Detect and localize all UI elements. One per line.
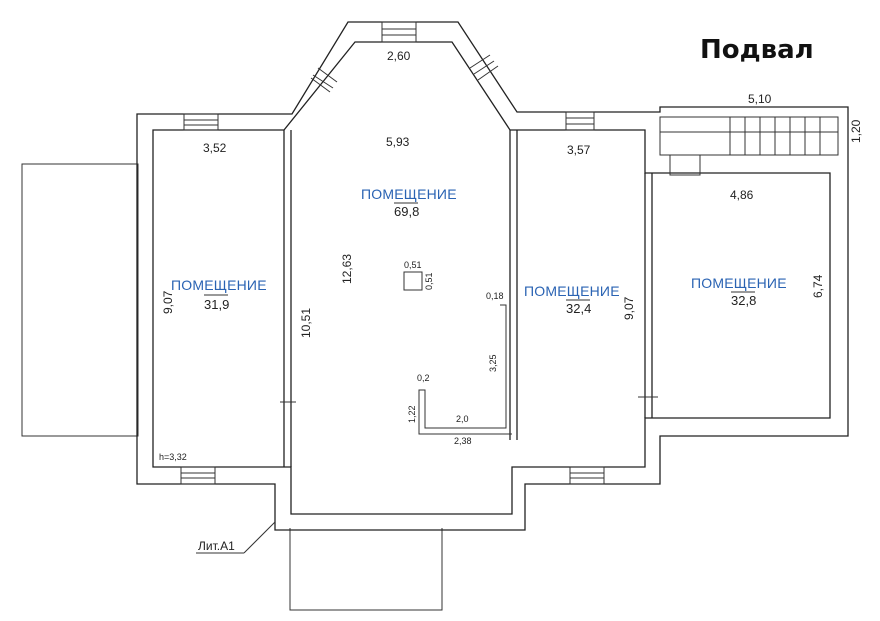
room-left-area: 31,9: [204, 297, 229, 312]
dim-right-height: 9,07: [622, 296, 636, 320]
room-right: ПОМЕЩЕНИЕ 32,4: [524, 283, 620, 316]
room-left-name: ПОМЕЩЕНИЕ: [171, 277, 267, 293]
room-center-area: 69,8: [394, 204, 419, 219]
outer-wall: [136, 21, 849, 531]
dim-stair-width: 5,10: [748, 92, 772, 106]
annex-label: Лит.А1: [198, 539, 235, 553]
stair-steps: [660, 117, 838, 155]
dim-center-height: 12,63: [340, 254, 354, 284]
dim-top-window: 2,60: [387, 49, 411, 63]
dim-center-width: 5,93: [386, 135, 410, 149]
dim-column-w: 0,51: [404, 260, 422, 270]
stair-landing: [669, 154, 701, 176]
dim-column-h: 0,51: [424, 272, 434, 290]
room-right-name: ПОМЕЩЕНИЕ: [524, 283, 620, 299]
dim-far-right-width: 4,86: [730, 188, 754, 202]
dim-inner-len: 2,0: [456, 414, 469, 424]
dim-short-wall: 0,2: [417, 373, 430, 383]
window-diag-right: [469, 54, 499, 81]
dim-short-len: 1,22: [407, 405, 417, 423]
plan-title: Подвал: [700, 35, 814, 65]
dim-bottom-len: 2,38: [454, 436, 472, 446]
left-annex: [21, 163, 139, 437]
room-far-right-name: ПОМЕЩЕНИЕ: [691, 275, 787, 291]
dim-partition-len: 3,25: [488, 354, 498, 372]
room-far-right-area: 32,8: [731, 293, 756, 308]
dim-partition-thick: 0,18: [486, 291, 504, 301]
room-right-area: 32,4: [566, 301, 591, 316]
window-right-top: [565, 111, 595, 131]
inner-partition: [418, 304, 512, 435]
window-top: [381, 21, 417, 43]
dim-left-height: 9,07: [161, 290, 175, 314]
room-left: ПОМЕЩЕНИЕ 31,9: [171, 277, 267, 312]
room-far-right: ПОМЕЩЕНИЕ 32,8: [691, 275, 787, 308]
annex-leader-diag: [243, 521, 276, 554]
dim-right-width: 3,57: [567, 143, 591, 157]
inner-wall: [152, 41, 831, 515]
window-diag-left: [310, 67, 338, 93]
dim-ceiling-height: h=3,32: [159, 452, 187, 462]
dim-far-right-height: 6,74: [811, 274, 825, 298]
column: [403, 271, 423, 291]
window-right-bottom: [569, 466, 605, 485]
dim-left-width: 3,52: [203, 141, 227, 155]
window-left-top: [183, 113, 219, 131]
dim-center-wall: 10,51: [299, 308, 313, 338]
room-center-name: ПОМЕЩЕНИЕ: [361, 186, 457, 202]
room-center: ПОМЕЩЕНИЕ 69,8: [361, 186, 457, 219]
dim-stair-depth: 1,20: [849, 119, 863, 143]
window-left-bottom: [180, 466, 216, 485]
stair-box: [659, 116, 839, 156]
bottom-annex: [289, 528, 443, 611]
